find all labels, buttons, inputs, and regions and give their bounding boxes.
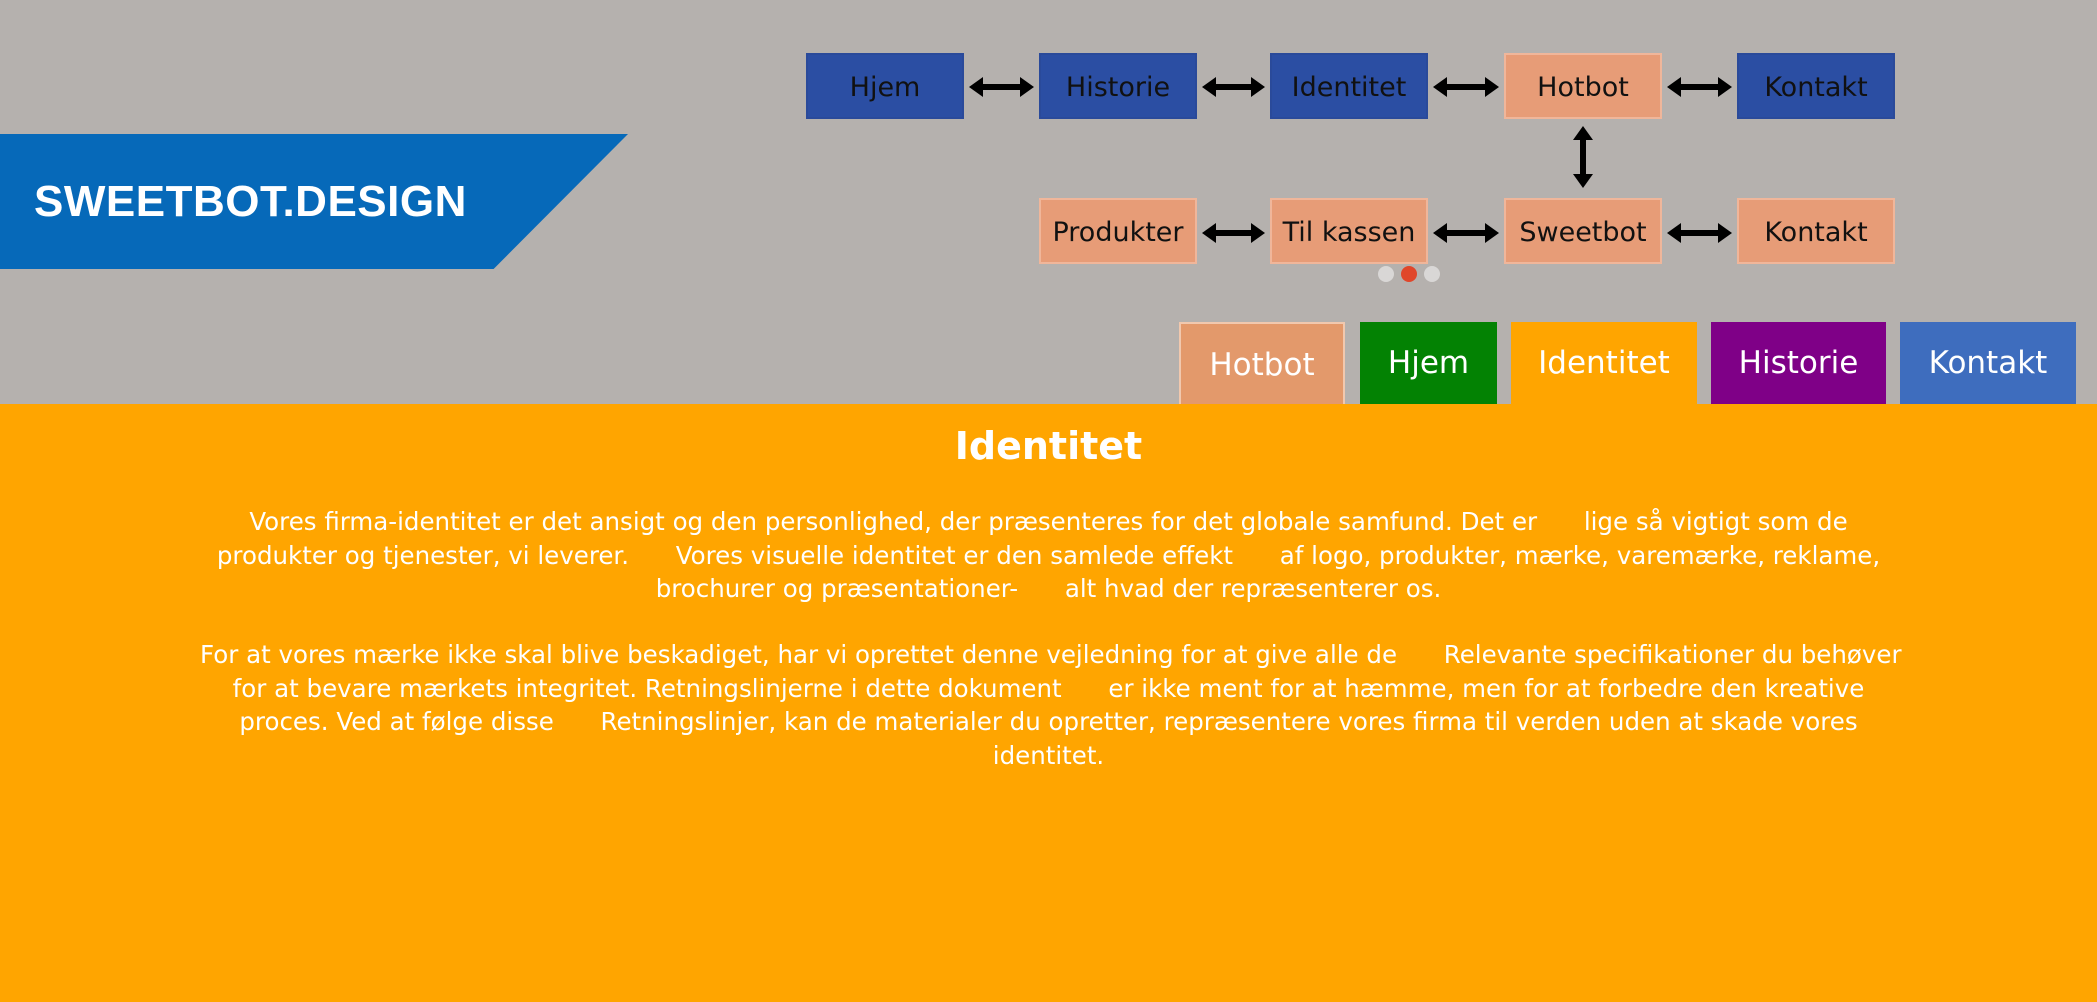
double-arrow-icon — [1667, 223, 1732, 243]
paragraph-line: proces. Ved at følge disse Retningslinje… — [239, 707, 1858, 736]
tab-kontakt[interactable]: Kontakt — [1900, 322, 2076, 404]
logo-text[interactable]: SWEETBOT.DESIGN — [34, 177, 467, 226]
slide-node-kontakt-1: Kontakt — [1737, 53, 1895, 119]
slide-node-hjem: Hjem — [806, 53, 964, 119]
page-title: Identitet — [954, 424, 1143, 468]
logo-banner[interactable]: SWEETBOT.DESIGN — [0, 134, 628, 269]
double-arrow-icon — [1433, 77, 1499, 97]
double-arrow-icon — [1433, 223, 1499, 243]
double-arrow-icon — [969, 77, 1034, 97]
tab-historie[interactable]: Historie — [1711, 322, 1886, 404]
paragraph-line: produkter og tjenester, vi leverer. Vore… — [216, 540, 1881, 570]
slide-node-til-kassen: Til kassen — [1270, 198, 1428, 264]
paragraph-line: identitet. — [992, 740, 1105, 770]
double-arrow-icon — [1202, 223, 1265, 243]
double-arrow-icon — [1202, 77, 1265, 97]
slider-dot-2[interactable] — [1401, 266, 1417, 282]
slide-node-identitet: Identitet — [1270, 53, 1428, 119]
tab-hjem[interactable]: Hjem — [1360, 322, 1497, 404]
slide-node-kontakt-2: Kontakt — [1737, 198, 1895, 264]
slide-node-produkter: Produkter — [1039, 198, 1197, 264]
paragraph-line: for at bevare mærkets integritet. Retnin… — [232, 673, 1865, 703]
header: SWEETBOT.DESIGN Hjem Historie Identitet … — [0, 0, 2097, 404]
slide-node-hotbot: Hotbot — [1504, 53, 1662, 119]
sitemap-slider: Hjem Historie Identitet Hotbot Kontakt P… — [760, 0, 1960, 300]
identity-paragraph-1: Vores firma-identitet er det ansigt og d… — [200, 505, 1897, 606]
tab-hotbot[interactable]: Hotbot — [1179, 322, 1345, 404]
identity-paragraph-2: For at vores mærke ikke skal blive beska… — [200, 638, 1902, 772]
slide-node-sweetbot: Sweetbot — [1504, 198, 1662, 264]
tab-identitet[interactable]: Identitet — [1511, 322, 1697, 404]
paragraph-line: brochurer og præsentationer- alt hvad de… — [655, 574, 1442, 603]
slider-dot-3[interactable] — [1424, 266, 1440, 282]
content-panel: Identitet Vores firma-identitet er det a… — [0, 404, 2097, 1002]
slide-node-historie: Historie — [1039, 53, 1197, 119]
double-arrow-vertical-icon — [1573, 126, 1593, 188]
paragraph-line: Vores firma-identitet er det ansigt og d… — [249, 507, 1848, 536]
paragraph-line: For at vores mærke ikke skal blive beska… — [200, 640, 1902, 669]
slider-dot-1[interactable] — [1378, 266, 1394, 282]
double-arrow-icon — [1667, 77, 1732, 97]
